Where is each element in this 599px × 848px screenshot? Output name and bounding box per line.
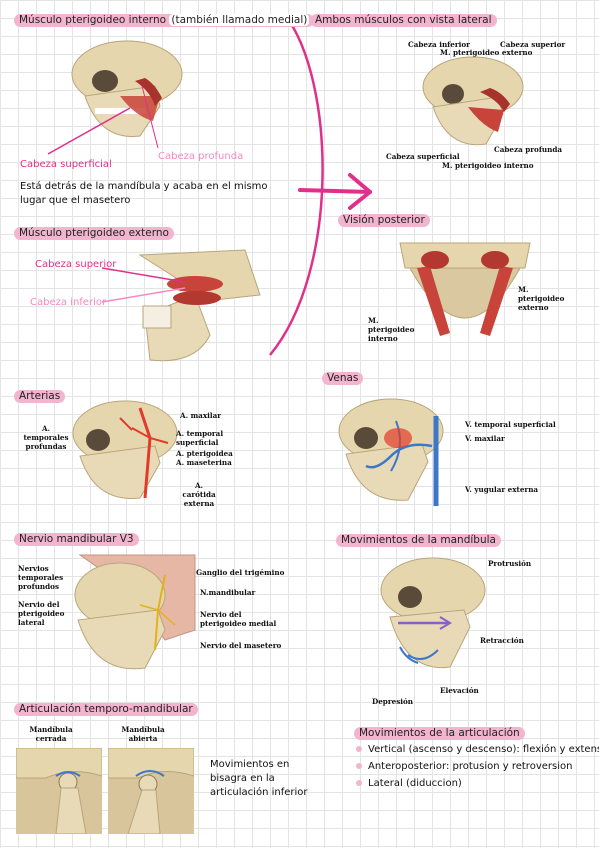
label-lat-cabeza-superficial: Cabeza superficial	[386, 152, 460, 161]
skull-illustration-pterigoideo-interno	[71, 40, 183, 137]
label-mov-elevacion: Elevación	[440, 686, 479, 695]
label-post-pterigoideo-externo: M. pterigoideo externo	[518, 285, 565, 312]
label-post-pterigoideo-interno: M. pterigoideo interno	[368, 316, 415, 343]
label-nerv-pterigoideo-medial: Nervio del pterigoideo medial	[200, 610, 277, 628]
skull-illustration-vista-lateral	[422, 56, 524, 146]
skull-illustration-nervio	[74, 554, 196, 670]
label-nerv-mandibular: N.mandibular	[200, 588, 256, 597]
label-mandibula-abierta: Mandíbula abierta	[121, 725, 165, 743]
label-cabeza-inferior: Cabeza inferior	[30, 297, 107, 308]
bullet-icon	[356, 763, 362, 769]
label-ven-temporal-superficial: V. temporal superficial	[465, 420, 556, 429]
note-articulacion: Movimientos en bisagra en la articulació…	[210, 759, 308, 798]
label-cabeza-profunda: Cabeza profunda	[158, 151, 244, 162]
section-title-movimientos-mandibula: Movimientos de la mandíbula	[336, 534, 501, 547]
label-lat-pterigoideo-externo: M. pterigoideo externo	[440, 48, 533, 57]
label-lat-cabeza-profunda: Cabeza profunda	[494, 145, 563, 154]
label-art-pterigoidea: A. pterigoidea	[176, 449, 233, 458]
label-nerv-temporales-profundos: Nervios temporales profundos	[18, 564, 64, 591]
jaw-illustration-pterigoideo-externo	[138, 249, 261, 362]
label-cabeza-superficial: Cabeza superficial	[20, 159, 112, 170]
label-lat-cabeza-superior: Cabeza superior	[500, 40, 566, 49]
section-title-nervio: Nervio mandibular V3	[14, 533, 139, 546]
skull-illustration-posterior	[399, 242, 531, 336]
label-art-maseterina: A. maseterina	[176, 458, 232, 467]
skull-illustration-movimientos	[380, 557, 486, 669]
skull-illustration-arterias	[72, 400, 178, 499]
label-nerv-pterigoideo-lateral: Nervio del pterigoideo lateral	[18, 600, 65, 627]
label-mov-retraccion: Retracción	[480, 636, 524, 645]
label-ven-maxilar: V. maxilar	[465, 434, 505, 443]
label-mandibula-cerrada: Mandíbula cerrada	[29, 725, 73, 743]
section-title-venas: Venas	[322, 372, 364, 385]
label-mov-depresion: Depresión	[372, 697, 413, 706]
label-art-maxilar: A. maxilar	[180, 411, 222, 420]
section-title-articulacion: Articulación temporo-mandibular	[14, 703, 198, 716]
joint-illustration-cerrada	[16, 748, 102, 834]
pointer-lines-interno	[47, 85, 159, 155]
label-nerv-ganglio: Ganglio del trigémino	[196, 568, 285, 577]
label-lat-cabeza-inferior: Cabeza inferior	[408, 40, 470, 49]
note-pterigoideo-interno: Está detrás de la mandíbula y acaba en e…	[20, 181, 268, 206]
label-nerv-masetero: Nervio del masetero	[200, 641, 282, 650]
label-art-temporales-profundas: A. temporales profundas	[23, 424, 69, 451]
list-item: Vertical (ascenso y descenso): flexión y…	[356, 743, 599, 757]
section-title-pterigoideo-interno: Músculo pterigoideo interno (también lla…	[14, 14, 315, 27]
section-title-vista-lateral: Ambos músculos con vista lateral	[310, 14, 497, 27]
bullet-icon	[356, 780, 362, 786]
pointer-lines-externo	[101, 267, 186, 303]
divider-arrow	[269, 14, 372, 356]
section-title-arterias: Arterias	[14, 390, 66, 403]
section-title-vision-posterior: Visión posterior	[338, 214, 430, 227]
label-lat-pterigoideo-interno: M. pterigoideo interno	[442, 161, 534, 170]
label-mov-protrusion: Protrusión	[488, 559, 532, 568]
skull-illustration-venas	[338, 398, 444, 506]
label-art-temporal-superficial: A. temporal superficial	[176, 429, 224, 447]
label-art-carotida-externa: A. carótida externa	[182, 481, 216, 508]
joint-illustration-abierta	[108, 748, 194, 834]
label-cabeza-superior: Cabeza superior	[35, 259, 117, 270]
list-item: Anteroposterior: protusion y retroversio…	[356, 760, 572, 774]
list-item: Lateral (diduccion)	[356, 777, 462, 791]
label-ven-yugular-externa: V. yugular externa	[465, 485, 539, 494]
bullet-icon	[356, 746, 362, 752]
section-title-pterigoideo-externo: Músculo pterigoideo externo	[14, 227, 174, 240]
section-title-movimientos-articulacion: Movimientos de la articulación	[354, 727, 525, 740]
